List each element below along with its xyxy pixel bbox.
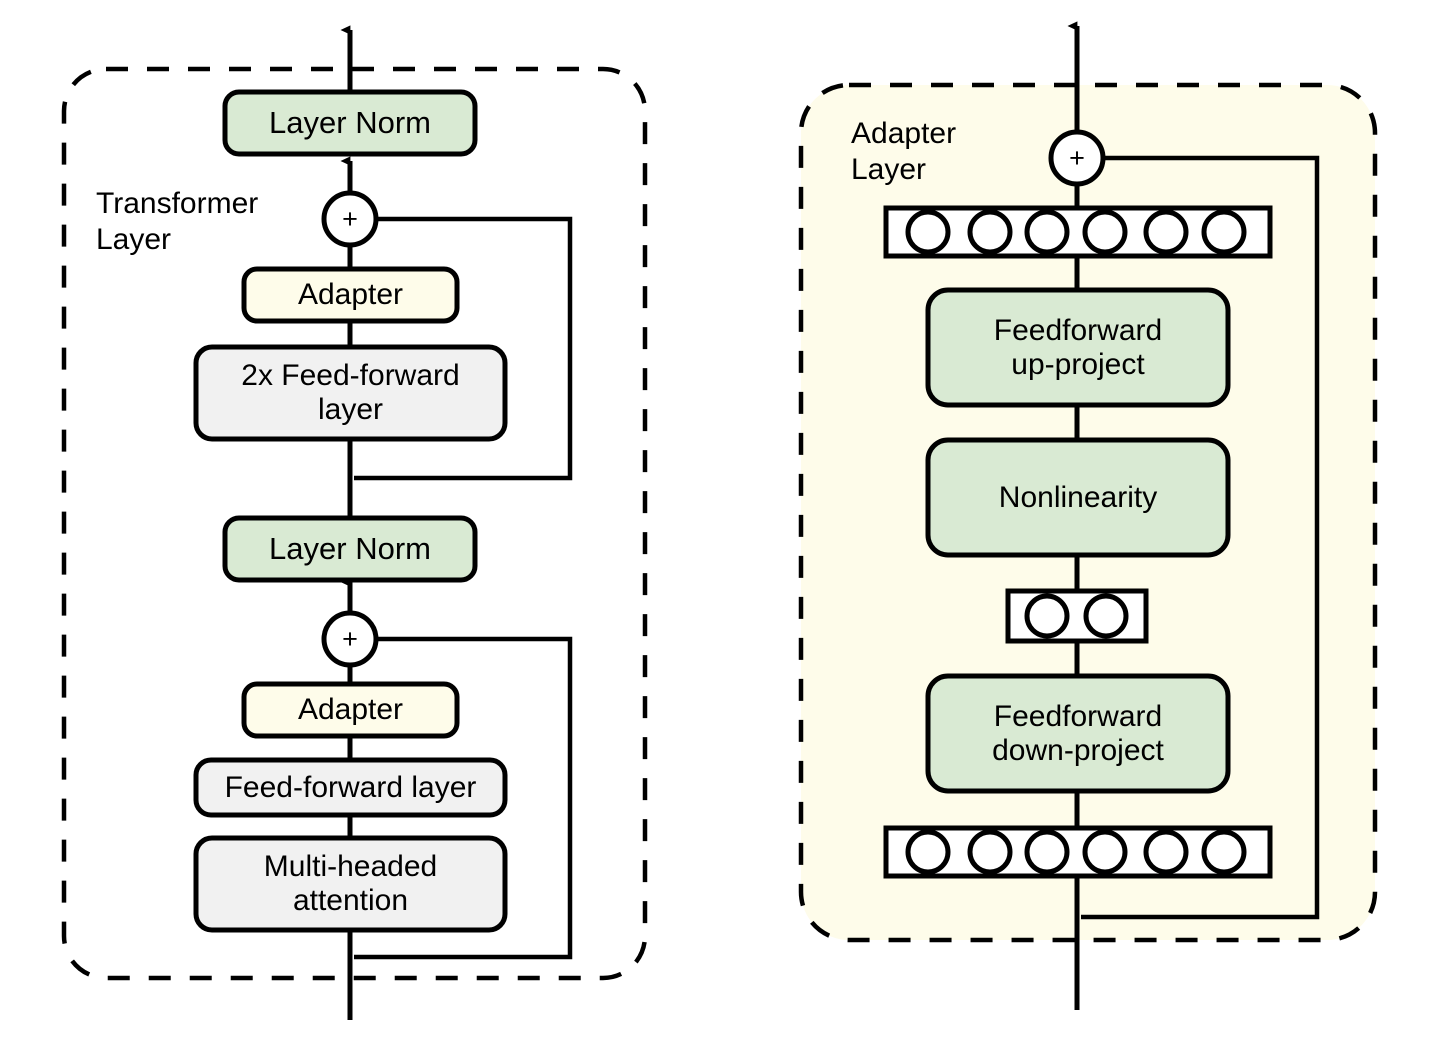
adapter-top-box[interactable] [241, 266, 460, 324]
neuron-circle [967, 209, 1013, 255]
neuron-circle [1024, 209, 1070, 255]
residual-connection-lower [354, 636, 573, 960]
feedforward-down-project-box[interactable] [925, 673, 1231, 794]
layer-norm-bottom-box[interactable] [222, 515, 478, 583]
feed-forward-layer-box[interactable] [193, 757, 508, 818]
neuron-circle [905, 829, 951, 875]
adapter-bottom-box[interactable] [241, 681, 460, 739]
right-panel-group [798, 21, 1378, 1010]
nonlinearity-box[interactable] [925, 437, 1231, 558]
neuron-row-middle-circles [1024, 593, 1129, 639]
neuron-circle [1143, 209, 1189, 255]
feedforward-up-project-box[interactable] [925, 287, 1231, 408]
feed-forward-2x-box[interactable] [193, 344, 508, 442]
neuron-circle [1201, 209, 1247, 255]
neuron-row-bottom-circles [905, 829, 1247, 875]
neuron-circle [1024, 829, 1070, 875]
neuron-circle [905, 209, 951, 255]
layer-norm-top-box[interactable] [222, 89, 478, 157]
neuron-circle [1082, 829, 1128, 875]
multi-headed-attention-box[interactable] [193, 835, 508, 933]
neuron-circle [967, 829, 1013, 875]
neuron-circle [1083, 593, 1129, 639]
add-bottom-circle[interactable] [321, 610, 379, 668]
left-panel-group [61, 25, 648, 1020]
add-adapter-circle[interactable] [1048, 129, 1106, 187]
residual-connection-upper [354, 216, 573, 481]
neuron-circle [1201, 829, 1247, 875]
neuron-circle [1024, 593, 1070, 639]
neuron-row-top-circles [905, 209, 1247, 255]
residual-connection-adapter [1081, 155, 1320, 920]
neuron-circle [1143, 829, 1189, 875]
add-top-circle[interactable] [321, 190, 379, 248]
neuron-circle [1082, 209, 1128, 255]
